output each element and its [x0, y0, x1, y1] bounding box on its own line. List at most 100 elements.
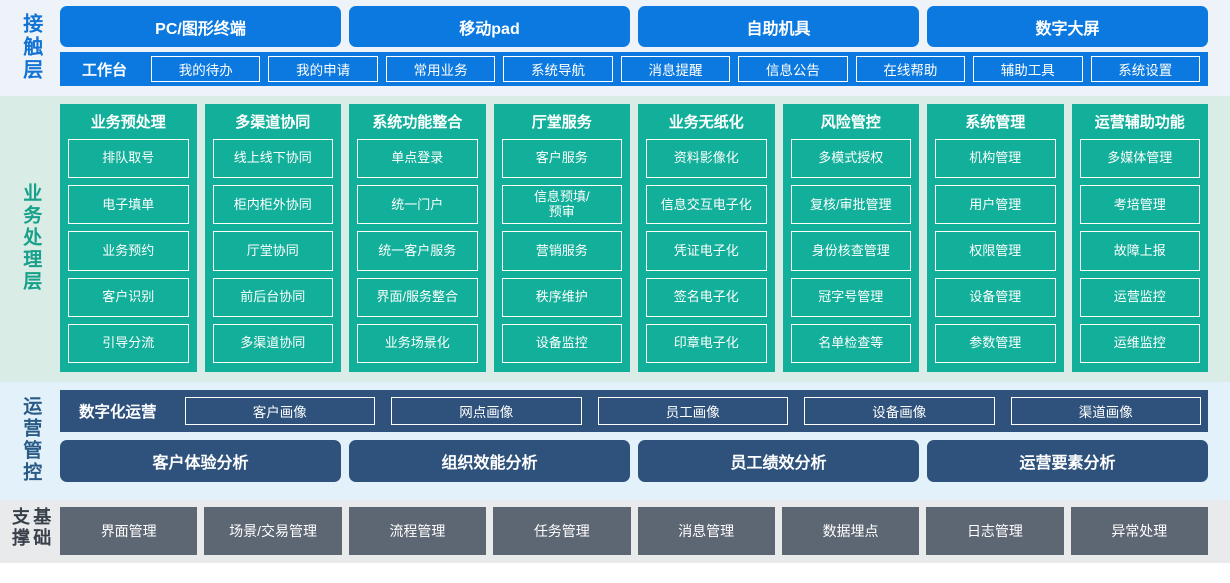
biz-item[interactable]: 营销服务 — [501, 231, 622, 271]
column-title: 运营辅助功能 — [1094, 114, 1185, 131]
foundation-item-scene-transaction[interactable]: 场景/交易管理 — [204, 507, 342, 555]
column-items: 资料影像化 信息交互电子化 凭证电子化 签名电子化 印章电子化 — [646, 139, 767, 364]
layer-operations-label: 运营管控 — [0, 390, 60, 490]
biz-item[interactable]: 信息交互电子化 — [646, 185, 767, 225]
foundation-item-process-management[interactable]: 流程管理 — [348, 507, 487, 555]
business-column-system-management: 系统管理 机构管理 用户管理 权限管理 设备管理 参数管理 — [927, 104, 1064, 372]
business-column-ops-support: 运营辅助功能 多媒体管理 考培管理 故障上报 运营监控 运维监控 — [1071, 104, 1208, 372]
business-column-preprocess: 业务预处理 排队取号 电子填单 业务预约 客户识别 引导分流 — [60, 104, 197, 372]
layer-foundation: 基础支撑 界面管理 场景/交易管理 流程管理 任务管理 消息管理 数据埋点 日志… — [0, 500, 1230, 563]
biz-item[interactable]: 前后台协同 — [212, 277, 333, 317]
biz-item[interactable]: 柜内柜外协同 — [212, 185, 333, 225]
biz-item[interactable]: 签名电子化 — [646, 277, 767, 317]
digital-operations-title: 数字化运营 — [79, 404, 157, 421]
column-title: 风险管控 — [820, 114, 881, 131]
biz-item[interactable]: 冠字号管理 — [790, 277, 911, 317]
biz-item[interactable]: 多渠道协同 — [212, 323, 333, 364]
analysis-customer-experience[interactable]: 客户体验分析 — [60, 440, 341, 482]
biz-item[interactable]: 参数管理 — [935, 323, 1056, 364]
column-title: 多渠道协同 — [235, 114, 311, 131]
channel-self-service[interactable]: 自助机具 — [638, 6, 919, 47]
biz-item[interactable]: 多模式授权 — [790, 139, 911, 179]
workbench-item-message-alert[interactable]: 消息提醒 — [620, 56, 731, 82]
biz-item[interactable]: 单点登录 — [357, 139, 478, 179]
biz-item[interactable]: 故障上报 — [1079, 231, 1200, 271]
workbench-item-system-settings[interactable]: 系统设置 — [1090, 56, 1200, 82]
business-columns: 业务预处理 排队取号 电子填单 业务预约 客户识别 引导分流 多渠道协同 线上线… — [60, 104, 1230, 372]
biz-item[interactable]: 复核/审批管理 — [790, 185, 911, 225]
biz-item[interactable]: 客户识别 — [68, 277, 189, 317]
channel-pc[interactable]: PC/图形终端 — [60, 6, 341, 47]
portrait-employee[interactable]: 员工画像 — [597, 397, 789, 425]
biz-item[interactable]: 排队取号 — [68, 139, 189, 179]
biz-item[interactable]: 凭证电子化 — [646, 231, 767, 271]
foundation-item-ui-management[interactable]: 界面管理 — [60, 507, 198, 555]
biz-item[interactable]: 身份核查管理 — [790, 231, 911, 271]
workbench-title: 工作台 — [82, 61, 128, 79]
biz-item[interactable]: 设备管理 — [935, 277, 1056, 317]
analysis-row: 客户体验分析 组织效能分析 员工绩效分析 运营要素分析 — [60, 440, 1208, 482]
business-column-paperless: 业务无纸化 资料影像化 信息交互电子化 凭证电子化 签名电子化 印章电子化 — [638, 104, 775, 372]
biz-item[interactable]: 运维监控 — [1079, 323, 1200, 364]
biz-item[interactable]: 机构管理 — [935, 139, 1056, 179]
foundation-item-log-management[interactable]: 日志管理 — [926, 507, 1064, 555]
biz-item[interactable]: 设备监控 — [501, 323, 622, 364]
contact-body: PC/图形终端 移动pad 自助机具 数字大屏 工作台 我的待办 我的申请 常用… — [60, 6, 1230, 88]
biz-item[interactable]: 界面/服务整合 — [357, 277, 478, 317]
layer-business-label: 业务处理层 — [0, 104, 60, 372]
biz-item[interactable]: 运营监控 — [1079, 277, 1200, 317]
foundation-item-exception-handling[interactable]: 异常处理 — [1070, 507, 1208, 555]
biz-item[interactable]: 多媒体管理 — [1079, 139, 1200, 179]
biz-item[interactable]: 厅堂协同 — [212, 231, 333, 271]
channel-row: PC/图形终端 移动pad 自助机具 数字大屏 — [60, 6, 1208, 47]
column-title: 系统管理 — [965, 114, 1026, 131]
portrait-channel[interactable]: 渠道画像 — [1010, 397, 1202, 425]
foundation-item-data-tracking[interactable]: 数据埋点 — [781, 507, 920, 555]
biz-item[interactable]: 名单检查等 — [790, 323, 911, 364]
biz-item[interactable]: 线上线下协同 — [212, 139, 333, 179]
workbench-item-online-help[interactable]: 在线帮助 — [855, 56, 966, 82]
column-items: 机构管理 用户管理 权限管理 设备管理 参数管理 — [935, 139, 1056, 364]
workbench-item-my-application[interactable]: 我的申请 — [268, 56, 378, 82]
foundation-item-message-management[interactable]: 消息管理 — [637, 507, 775, 555]
biz-item[interactable]: 用户管理 — [935, 185, 1056, 225]
biz-item[interactable]: 客户服务 — [501, 139, 622, 179]
biz-item[interactable]: 引导分流 — [68, 323, 189, 364]
analysis-org-efficiency[interactable]: 组织效能分析 — [349, 440, 630, 482]
biz-item[interactable]: 信息预填/ 预审 — [501, 185, 622, 225]
portrait-customer[interactable]: 客户画像 — [184, 397, 376, 425]
business-column-system-integration: 系统功能整合 单点登录 统一门户 统一客户服务 界面/服务整合 业务场景化 — [349, 104, 486, 372]
biz-item[interactable]: 统一门户 — [357, 185, 478, 225]
foundation-item-task-management[interactable]: 任务管理 — [493, 507, 631, 555]
column-items: 多模式授权 复核/审批管理 身份核查管理 冠字号管理 名单检查等 — [790, 139, 911, 364]
analysis-employee-performance[interactable]: 员工绩效分析 — [638, 440, 919, 482]
column-title: 厅堂服务 — [531, 114, 592, 131]
biz-item[interactable]: 考培管理 — [1079, 185, 1200, 225]
biz-item[interactable]: 业务场景化 — [357, 323, 478, 364]
workbench-item-common-business[interactable]: 常用业务 — [385, 56, 496, 82]
workbench-item-system-nav[interactable]: 系统导航 — [503, 56, 613, 82]
digital-operations-row: 数字化运营 客户画像 网点画像 员工画像 设备画像 渠道画像 — [60, 390, 1208, 432]
channel-mobile-pad[interactable]: 移动pad — [349, 6, 630, 47]
biz-item[interactable]: 印章电子化 — [646, 323, 767, 364]
analysis-operation-elements[interactable]: 运营要素分析 — [927, 440, 1208, 482]
biz-item[interactable]: 统一客户服务 — [357, 231, 478, 271]
biz-item[interactable]: 资料影像化 — [646, 139, 767, 179]
workbench-item-announcement[interactable]: 信息公告 — [738, 56, 848, 82]
biz-item[interactable]: 电子填单 — [68, 185, 189, 225]
workbench-item-my-todo[interactable]: 我的待办 — [151, 56, 261, 82]
biz-item[interactable]: 权限管理 — [935, 231, 1056, 271]
biz-item[interactable]: 秩序维护 — [501, 277, 622, 317]
workbench-item-aux-tools[interactable]: 辅助工具 — [973, 56, 1083, 82]
operations-body: 数字化运营 客户画像 网点画像 员工画像 设备画像 渠道画像 客户体验分析 组织… — [60, 390, 1230, 490]
column-items: 排队取号 电子填单 业务预约 客户识别 引导分流 — [68, 139, 189, 364]
biz-item[interactable]: 业务预约 — [68, 231, 189, 271]
portrait-device[interactable]: 设备画像 — [804, 397, 995, 425]
portrait-branch[interactable]: 网点画像 — [391, 397, 582, 425]
channel-digital-screen[interactable]: 数字大屏 — [927, 6, 1208, 47]
layer-foundation-label-text: 基础支撑 — [10, 507, 52, 549]
layer-contact-label: 接触层 — [0, 6, 60, 88]
business-column-lobby-service: 厅堂服务 客户服务 信息预填/ 预审 营销服务 秩序维护 设备监控 — [493, 104, 630, 372]
column-title: 业务无纸化 — [668, 114, 744, 131]
